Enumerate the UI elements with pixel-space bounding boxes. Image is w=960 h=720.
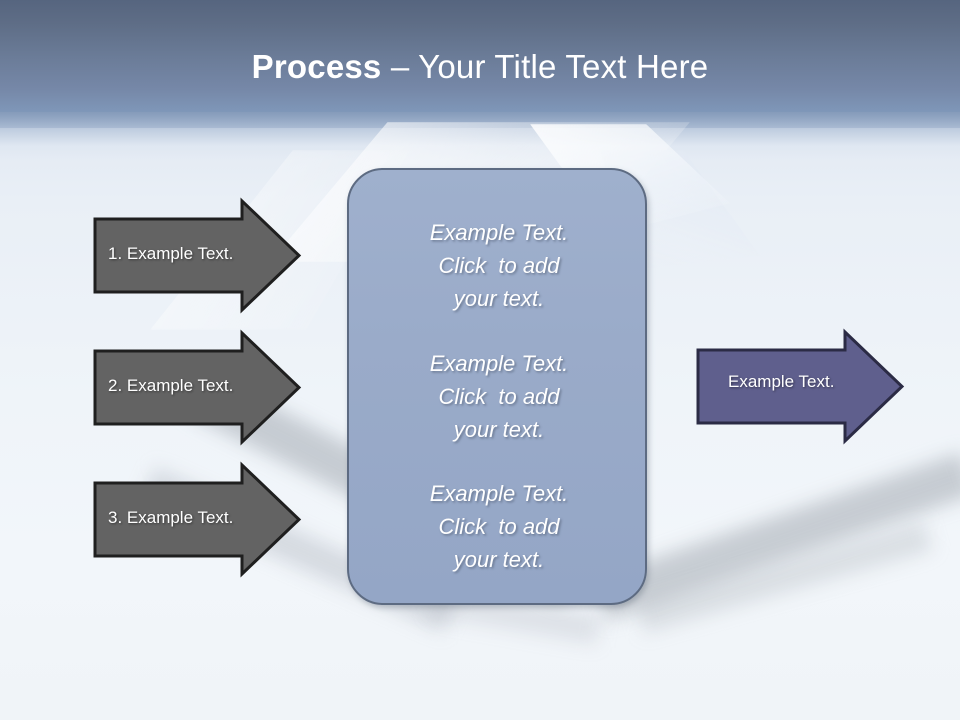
card-text-block-1-line-2: Click to add: [438, 253, 560, 278]
header-band: [0, 0, 960, 128]
card-text-block-1-line-1: Example Text.: [429, 220, 569, 245]
card-text-block-2[interactable]: Example Text. Click to add your text.: [349, 347, 649, 446]
process-step-arrow-1-label: 1. Example Text.: [108, 244, 234, 263]
right-arrow-icon: [93, 197, 302, 314]
process-output-arrow-label: Example Text.: [728, 372, 835, 391]
process-step-arrow-3-label: 3. Example Text.: [108, 508, 234, 527]
process-step-arrow-2-label: 2. Example Text.: [108, 376, 234, 395]
card-text-block-3-line-3: your text.: [453, 547, 545, 572]
process-output-arrow[interactable]: Example Text.: [695, 328, 905, 445]
slide-title-rest: – Your Title Text Here: [381, 48, 709, 85]
slide-title: Process – Your Title Text Here: [0, 47, 960, 87]
header-band-fade: [0, 112, 960, 160]
right-arrow-icon: [93, 461, 302, 578]
process-content-card[interactable]: Example Text. Click to add your text. Ex…: [347, 168, 647, 605]
card-text-block-3-line-2: Click to add: [438, 514, 560, 539]
card-text-block-3[interactable]: Example Text. Click to add your text.: [349, 477, 649, 576]
card-text-block-2-line-1: Example Text.: [429, 351, 569, 376]
card-text-block-3-line-1: Example Text.: [429, 481, 569, 506]
card-text-block-1-line-3: your text.: [453, 286, 545, 311]
process-step-arrow-2[interactable]: 2. Example Text.: [92, 329, 302, 446]
slide-title-strong: Process: [251, 48, 382, 85]
right-arrow-icon: [93, 329, 302, 446]
card-text-block-2-line-3: your text.: [453, 417, 545, 442]
right-arrow-icon: [696, 328, 905, 445]
card-text-block-2-line-2: Click to add: [438, 384, 560, 409]
process-step-arrow-3[interactable]: 3. Example Text.: [92, 461, 302, 578]
process-step-arrow-1[interactable]: 1. Example Text.: [92, 197, 302, 314]
card-text-block-1[interactable]: Example Text. Click to add your text.: [349, 216, 649, 315]
